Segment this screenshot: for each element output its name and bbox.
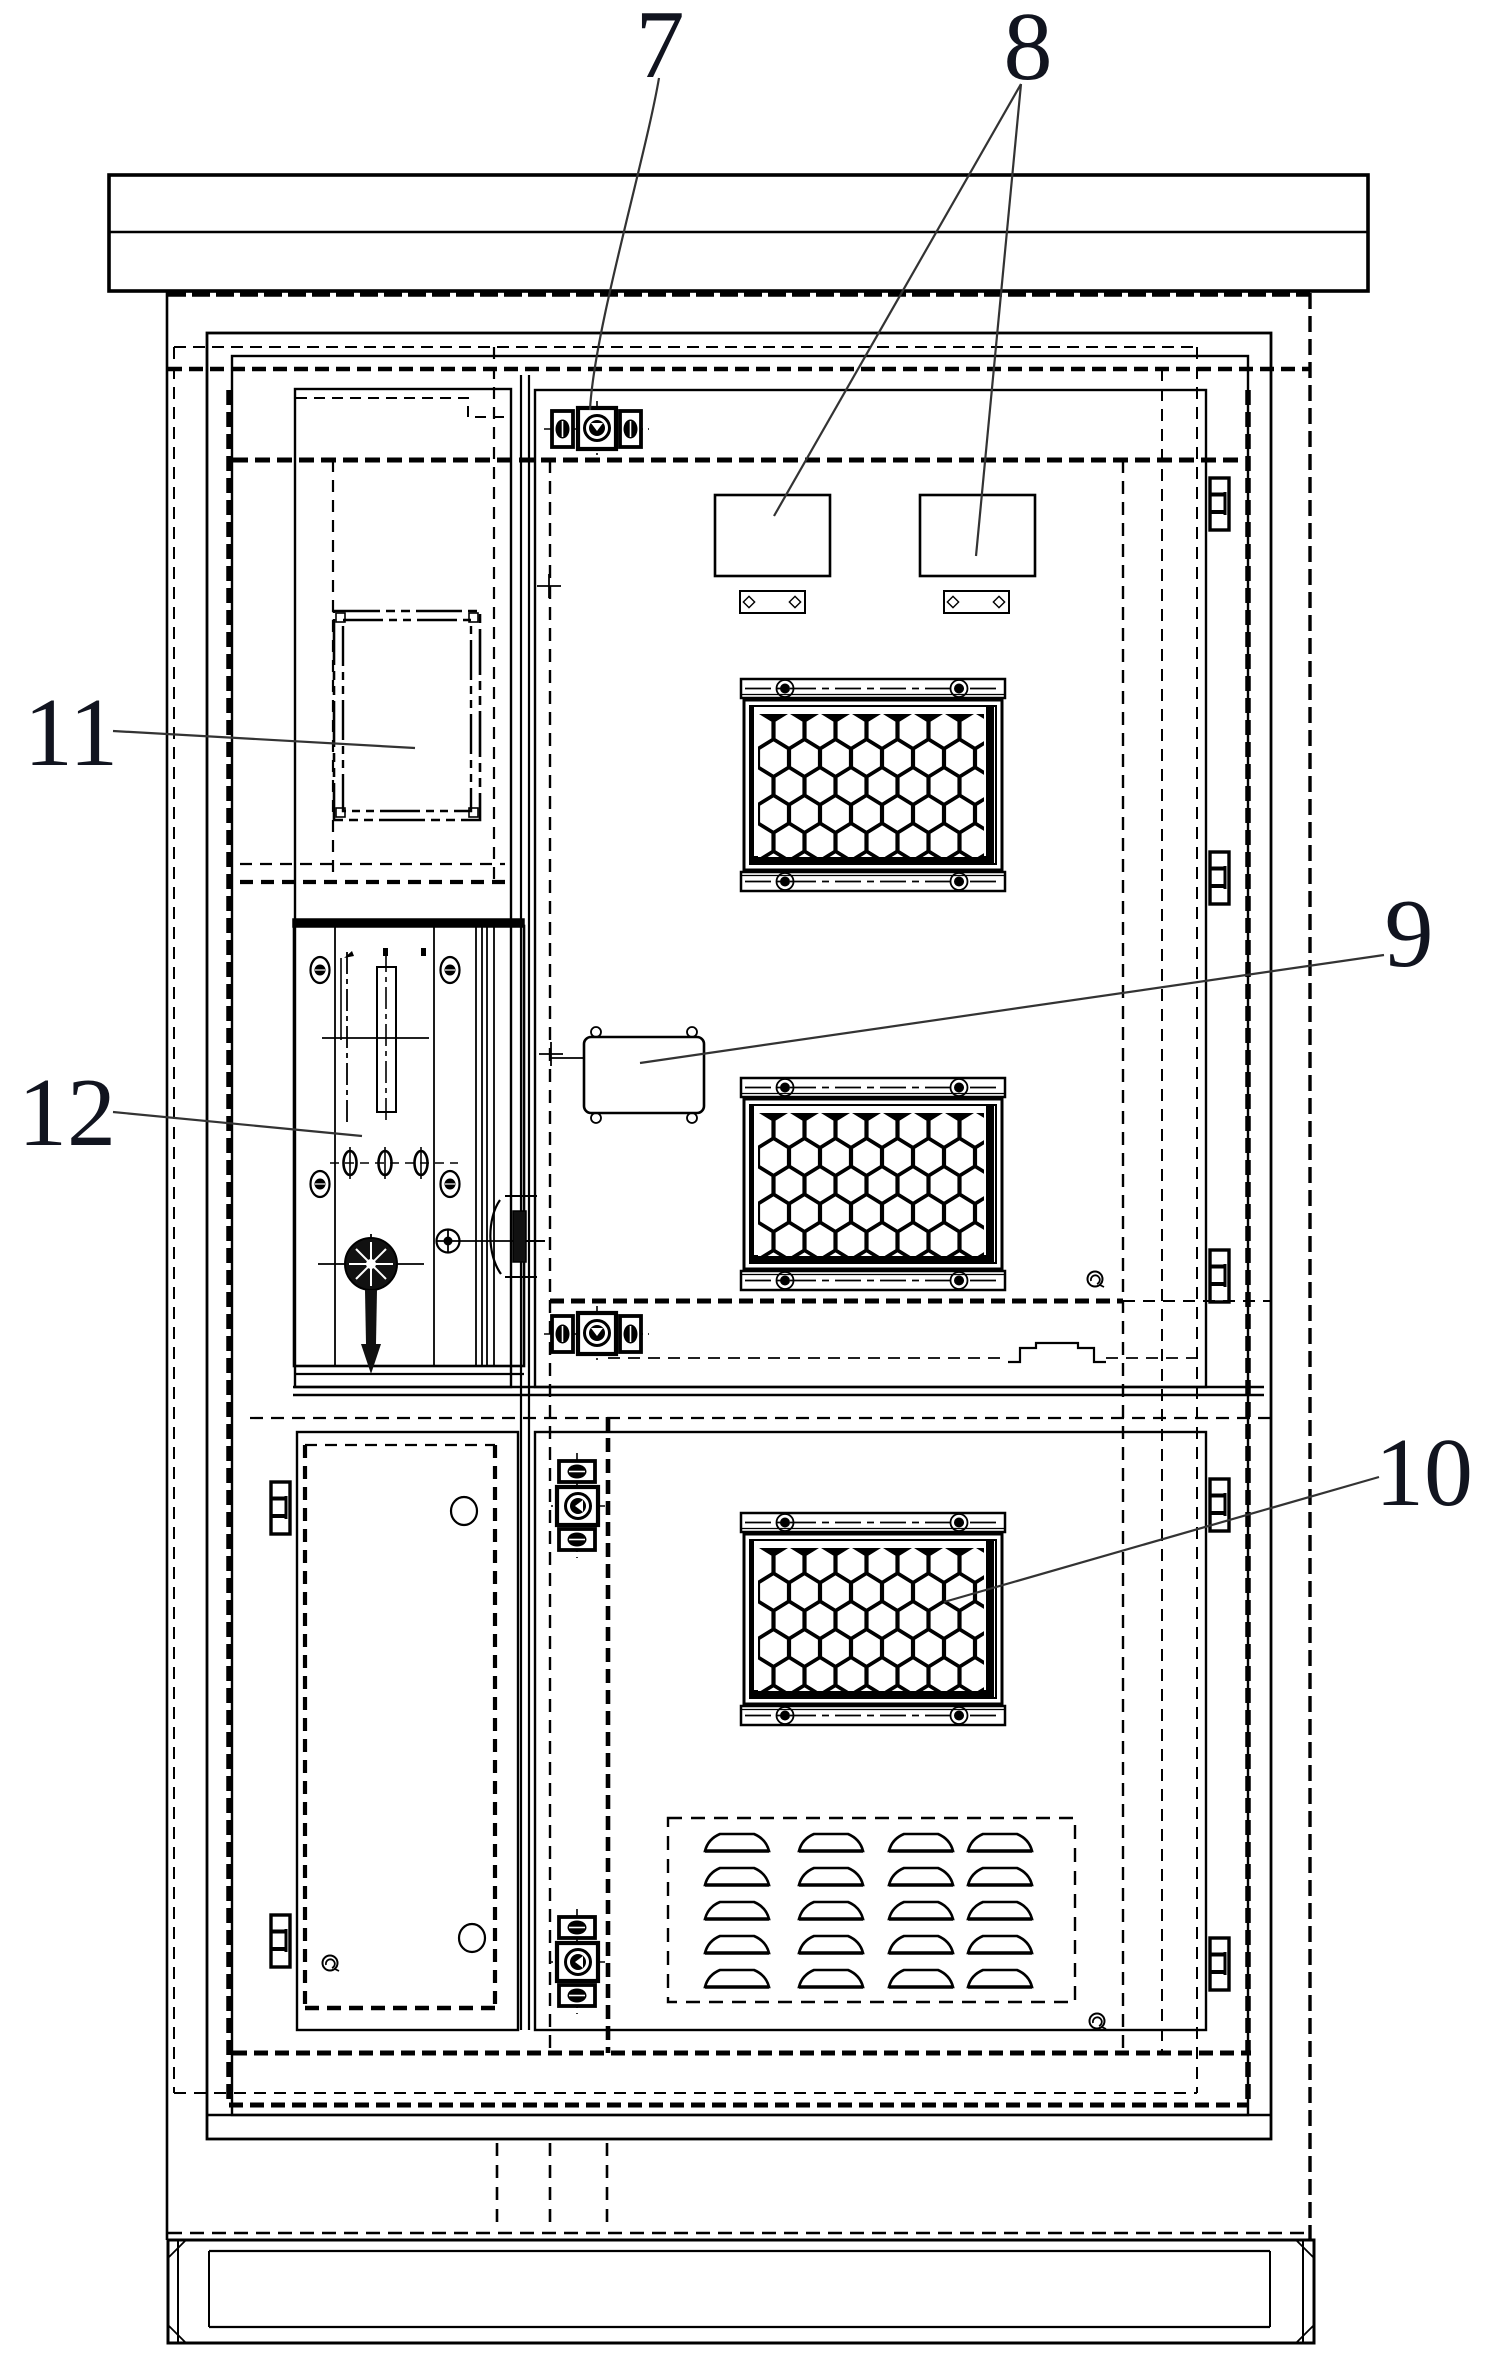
svg-text:10: 10 <box>1375 1419 1473 1527</box>
svg-text:8: 8 <box>1004 0 1053 101</box>
svg-text:11: 11 <box>24 679 118 787</box>
svg-text:12: 12 <box>18 1059 116 1167</box>
svg-text:9: 9 <box>1385 880 1434 988</box>
svg-text:7: 7 <box>636 0 685 99</box>
